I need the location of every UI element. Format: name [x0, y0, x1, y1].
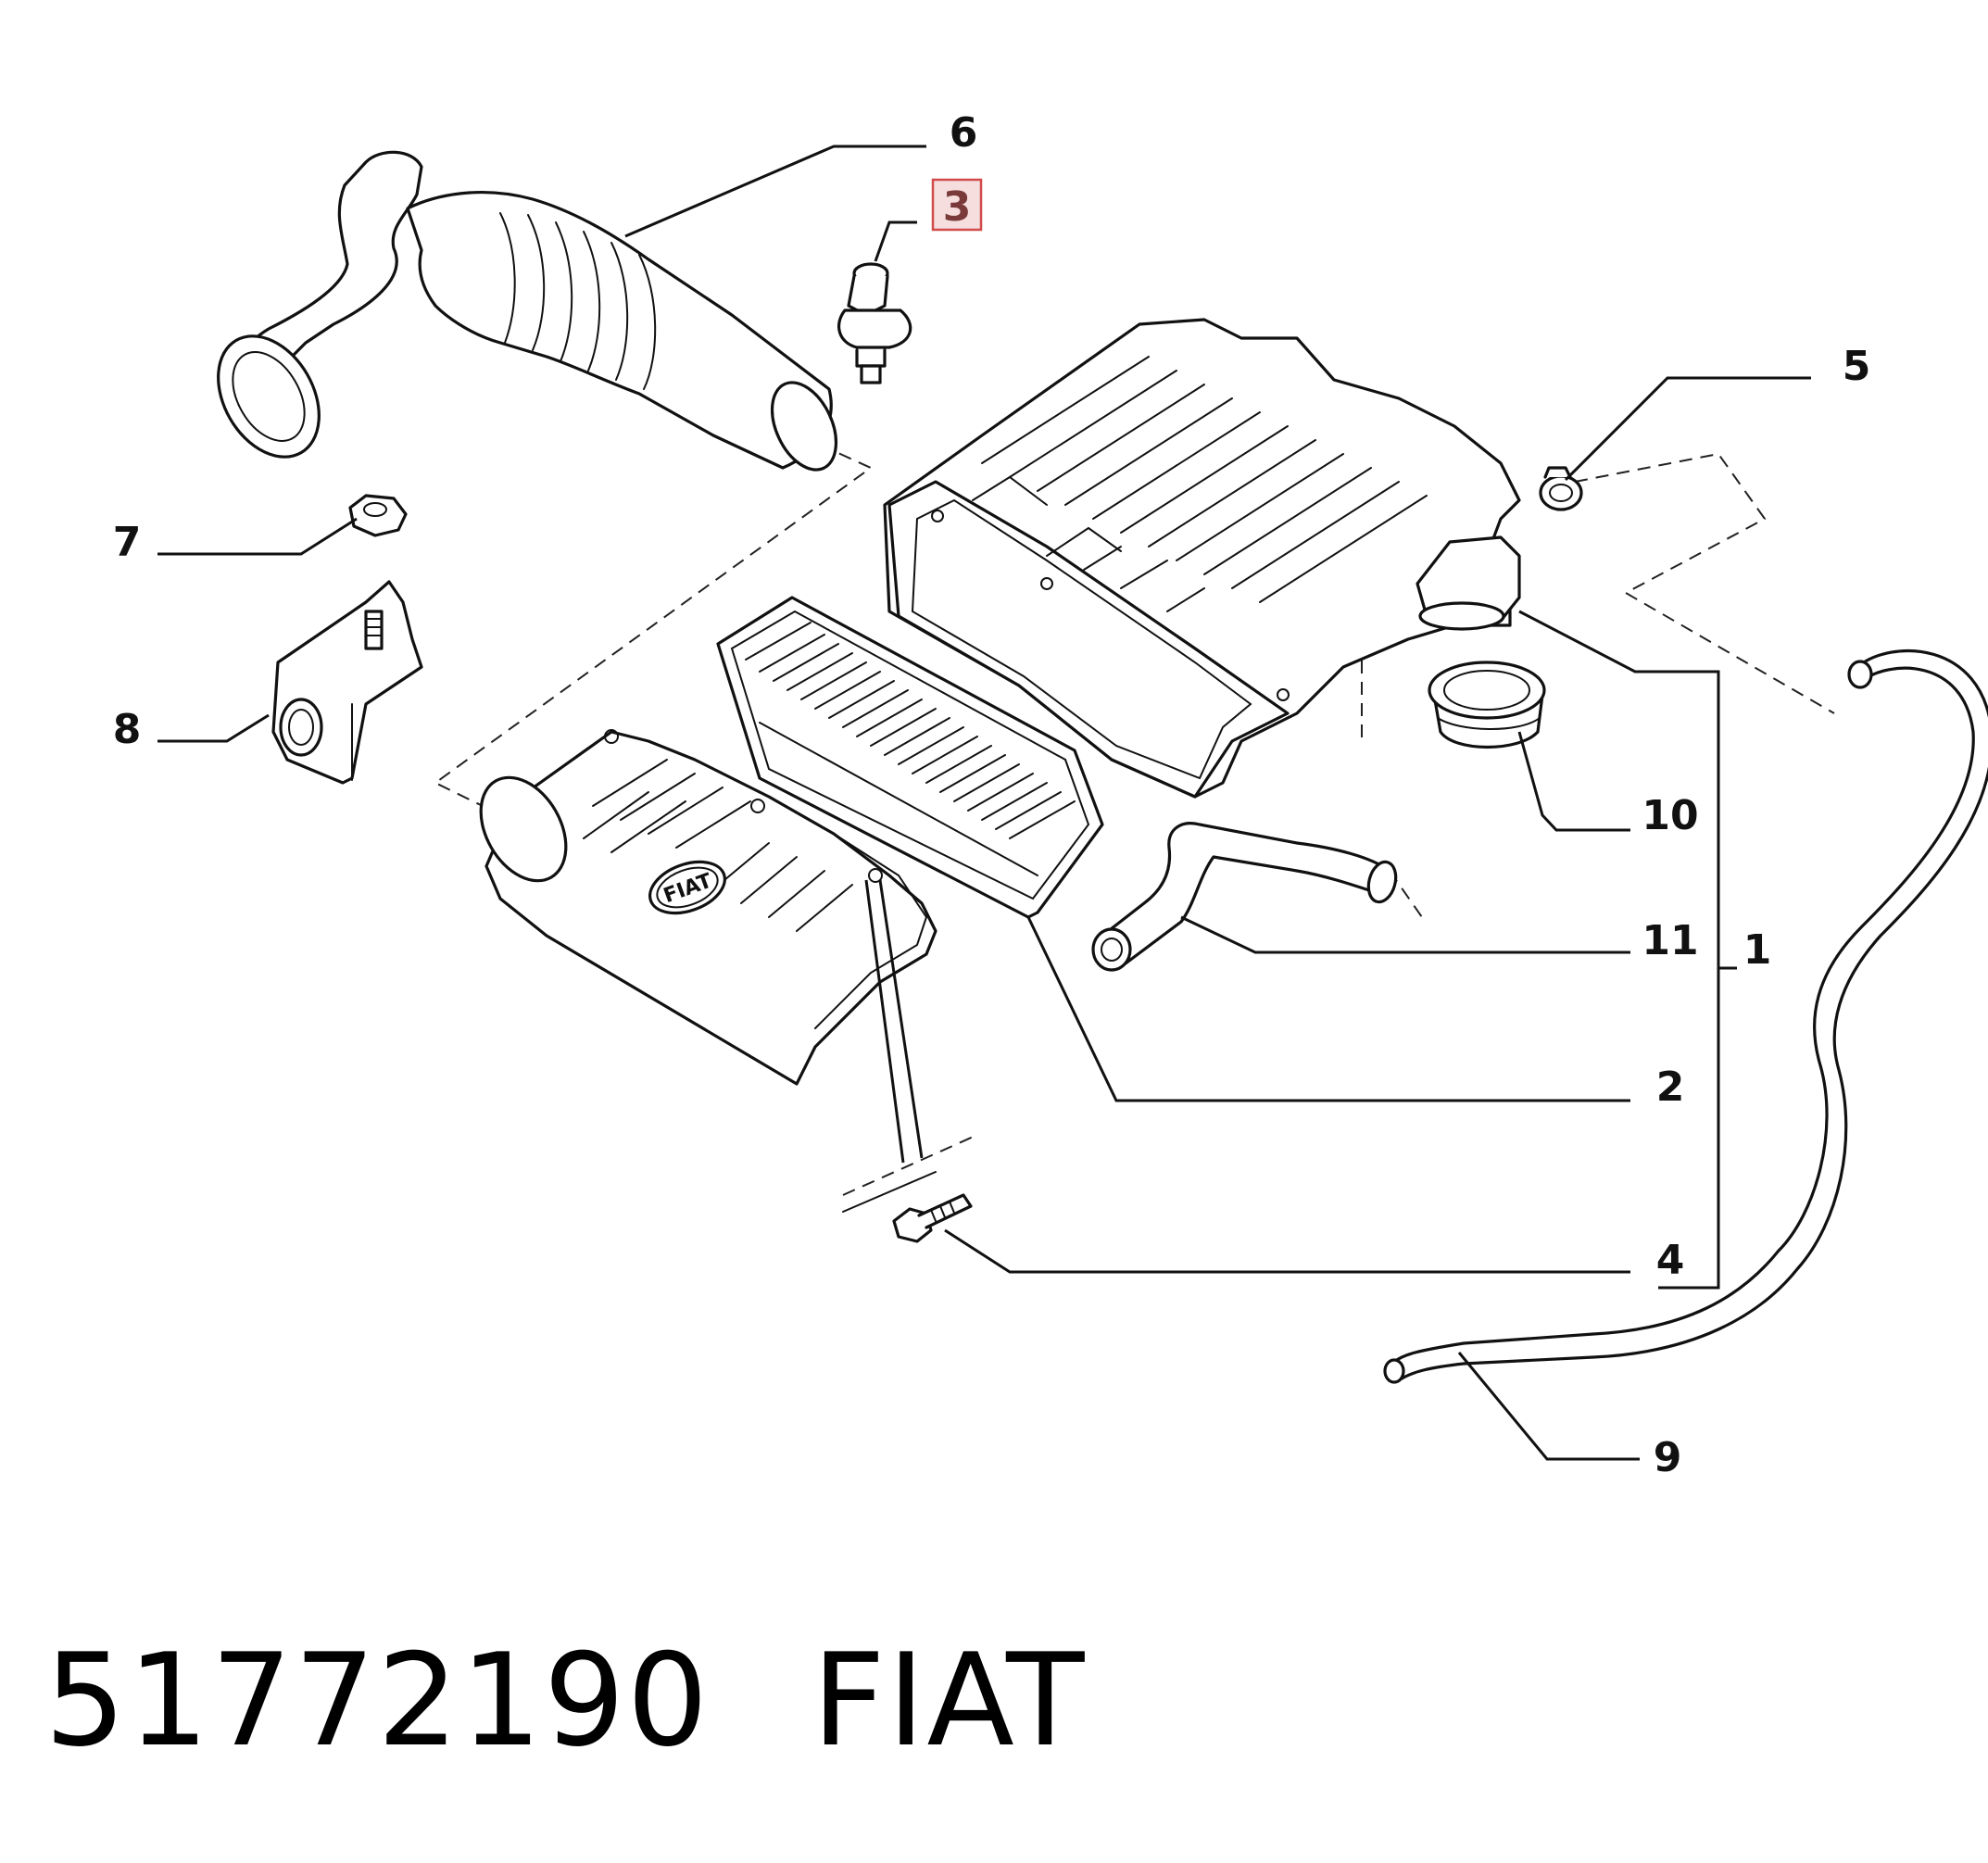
callout-8: 8: [113, 706, 142, 753]
callout-5: 5: [1843, 343, 1871, 390]
highlight-box-3: [931, 178, 983, 232]
callout-6: 6: [950, 109, 978, 157]
caption: 51772190 FIAT: [44, 1626, 1086, 1783]
brand-name: FIAT: [812, 1626, 1087, 1775]
callout-1: 1: [1743, 926, 1772, 974]
part-2-air-filter: [716, 596, 1104, 919]
parts-diagram: FIAT: [113, 109, 1988, 1481]
part-3-rubber-buffer: [837, 262, 912, 384]
part-1-airbox-upper: [883, 318, 1521, 799]
callout-10: 10: [1642, 792, 1698, 839]
part-11-hose: [1091, 822, 1398, 972]
part-10-seal-ring: [1428, 661, 1546, 749]
callout-2: 2: [1656, 1064, 1685, 1111]
callout-3: 3: [943, 183, 972, 231]
part-number: 51772190: [44, 1626, 711, 1775]
callout-labels: 6 3 5 7 8 10 11 1 2 4 9: [113, 109, 1871, 1481]
callout-7: 7: [113, 519, 142, 566]
part-6-intake-duct: [217, 150, 838, 472]
fiat-logo: FIAT: [648, 860, 726, 915]
part-9-long-hose: [1383, 648, 1988, 1384]
callout-4: 4: [1656, 1237, 1685, 1284]
part-4-bolt: [842, 1171, 973, 1243]
part-5-clip: [1539, 466, 1583, 511]
callout-11: 11: [1642, 917, 1698, 964]
leader-lines: [157, 145, 1811, 1461]
callout-9: 9: [1654, 1434, 1682, 1481]
part-7-nut: [348, 494, 408, 537]
part-8-bracket: [271, 580, 423, 785]
part-lower-airbox: FIAT: [479, 729, 937, 1086]
